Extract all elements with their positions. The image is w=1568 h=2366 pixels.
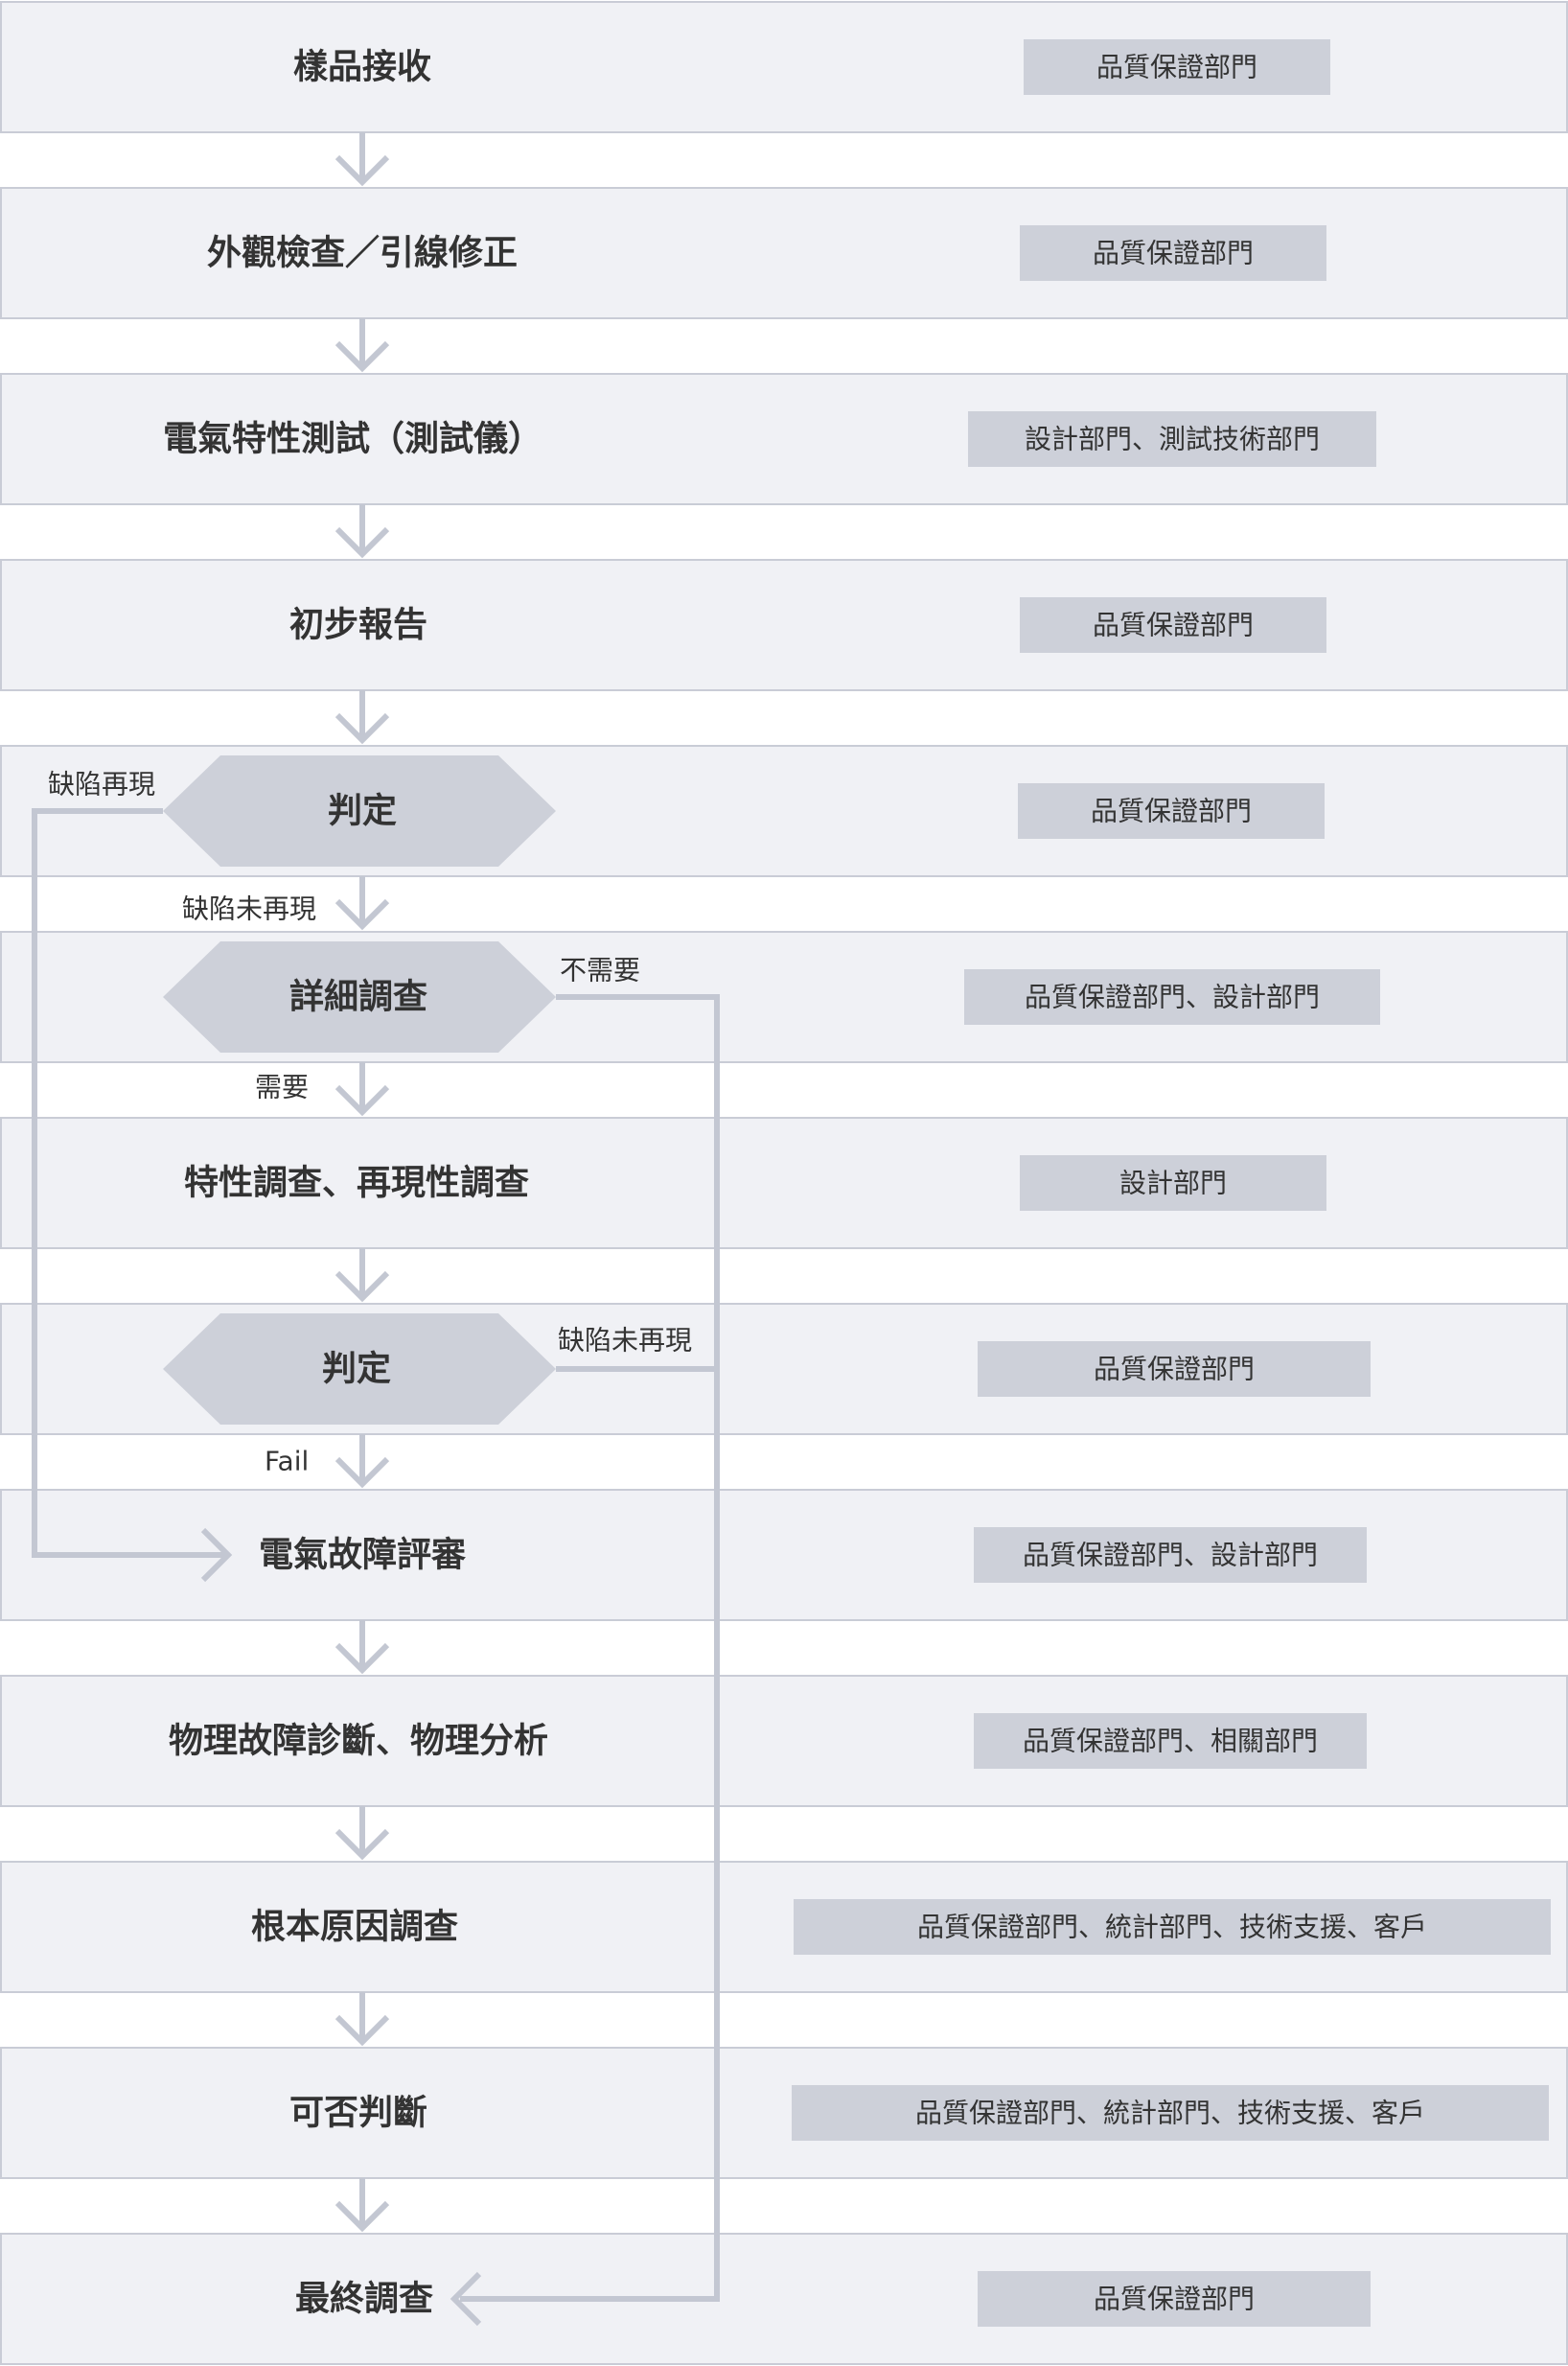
- department-label: 品質保證部門: [1094, 1354, 1255, 1385]
- decision-shape: [163, 1313, 556, 1425]
- edge-label-defect-not-reproduced: 缺陷未再現: [182, 893, 316, 925]
- department-box: [964, 969, 1380, 1025]
- chevron-down-icon: [334, 712, 390, 745]
- department-box: [1020, 597, 1326, 653]
- chevron-down-icon: [334, 1642, 390, 1675]
- department-box: [978, 1341, 1371, 1397]
- decision-shape: [163, 755, 556, 867]
- chevron-down-icon: [334, 898, 390, 931]
- department-label: 設計部門、測試技術部門: [1025, 424, 1320, 455]
- chevron-down-icon: [334, 340, 390, 373]
- chevron-down-icon: [334, 154, 390, 187]
- edge-label-defect-not-reproduced-2: 缺陷未再現: [558, 1325, 692, 1357]
- chevron-down-icon: [334, 1828, 390, 1861]
- edge-label-not-required: 不需要: [560, 955, 640, 986]
- department-label: 品質保證部門、設計部門: [1025, 982, 1320, 1013]
- chevron-down-icon: [334, 2014, 390, 2047]
- step-label: 根本原因調查: [251, 1908, 458, 1947]
- chevron-down-icon: [334, 1084, 390, 1117]
- department-label: 品質保證部門: [1096, 52, 1257, 83]
- chevron-down-icon: [334, 1456, 390, 1489]
- edge-label-defect-reproduced: 缺陷再現: [48, 769, 155, 800]
- step-row: [0, 559, 1568, 691]
- step-label: 樣品接收: [293, 48, 431, 87]
- step-label: 初步報告: [289, 606, 427, 645]
- step-label: 可否判斷: [289, 2094, 427, 2133]
- department-box: [1020, 1155, 1326, 1211]
- step-label: 特性調查、再現性調查: [184, 1164, 529, 1203]
- decision-shape: [163, 941, 556, 1053]
- step-label: 最終調查: [295, 2280, 433, 2319]
- department-label: 品質保證部門: [1091, 796, 1252, 827]
- chevron-left-icon: [450, 2271, 482, 2327]
- chevron-right-icon: [200, 1527, 233, 1583]
- step-label: 判定: [322, 1350, 391, 1389]
- step-label: 電氣故障評審: [259, 1536, 466, 1575]
- department-box: [978, 2271, 1371, 2327]
- step-label: 電氣特性測試（測試儀）: [163, 420, 542, 459]
- department-label: 品質保證部門、統計部門、技術支援、客戶: [917, 1912, 1427, 1943]
- department-label: 品質保證部門、相關部門: [1023, 1726, 1318, 1757]
- department-label: 設計部門: [1119, 1168, 1227, 1199]
- department-box: [1020, 225, 1326, 281]
- department-box: [792, 2085, 1549, 2141]
- department-box: [974, 1713, 1367, 1769]
- bypass-connector: [460, 994, 720, 2302]
- step-label: 詳細調查: [289, 978, 427, 1017]
- department-box: [794, 1899, 1551, 1955]
- department-label: 品質保證部門: [1093, 238, 1254, 269]
- step-row: [0, 1, 1568, 133]
- step-label: 判定: [328, 792, 397, 831]
- defect-reproduced-connector: [32, 808, 226, 1558]
- department-label: 品質保證部門、統計部門、技術支援、客戶: [915, 2098, 1425, 2129]
- department-box: [974, 1527, 1367, 1583]
- department-box: [1018, 783, 1325, 839]
- chevron-down-icon: [334, 2200, 390, 2233]
- department-label: 品質保證部門: [1094, 2284, 1255, 2315]
- department-box: [968, 411, 1376, 467]
- step-label: 外觀檢查／引線修正: [207, 233, 518, 273]
- chevron-down-icon: [334, 1270, 390, 1303]
- edge-label-fail: Fail: [265, 1446, 309, 1477]
- step-label: 物理故障診斷、物理分析: [169, 1722, 548, 1761]
- department-label: 品質保證部門: [1093, 610, 1254, 641]
- edge-label-required: 需要: [255, 1072, 309, 1103]
- department-label: 品質保證部門、設計部門: [1023, 1540, 1318, 1571]
- chevron-down-icon: [334, 526, 390, 559]
- department-box: [1024, 39, 1330, 95]
